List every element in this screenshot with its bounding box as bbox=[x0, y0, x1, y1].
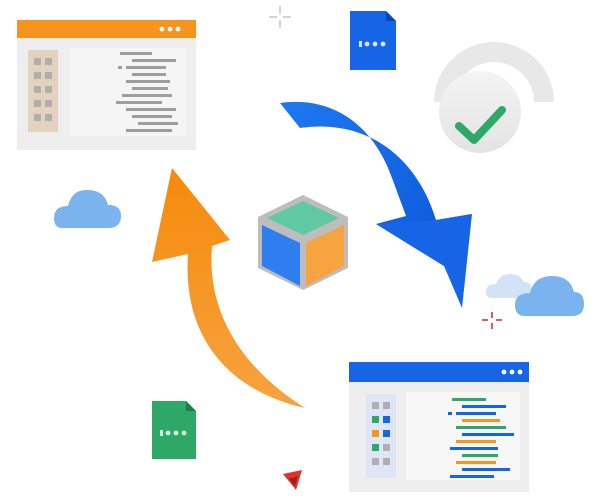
code-panel bbox=[70, 48, 186, 136]
code-lines bbox=[448, 398, 514, 478]
sidebar-panel bbox=[366, 394, 396, 478]
orange-curved-arrow bbox=[152, 168, 305, 408]
red-sparkle-icon bbox=[482, 312, 502, 329]
green-document-icon bbox=[152, 401, 196, 459]
window-dots-icon bbox=[501, 369, 523, 375]
sidebar-panel bbox=[28, 50, 58, 132]
orange-window-header bbox=[17, 20, 196, 38]
orange-window bbox=[17, 20, 196, 150]
blue-curved-arrow bbox=[280, 101, 472, 308]
speedometer-check-icon bbox=[434, 42, 554, 153]
sparkle-icon bbox=[269, 6, 291, 28]
sidebar-icons bbox=[372, 402, 390, 465]
blue-window bbox=[349, 362, 529, 492]
check-icon bbox=[455, 106, 506, 144]
window-dots-icon bbox=[159, 26, 181, 32]
cloud-right-icon bbox=[486, 274, 584, 316]
blue-document-icon bbox=[350, 11, 396, 70]
cloud-left-icon bbox=[54, 189, 121, 228]
center-cube-icon bbox=[258, 195, 348, 290]
red-fragment-icon bbox=[283, 470, 302, 490]
blue-window-header bbox=[349, 362, 529, 382]
sidebar-icons bbox=[34, 58, 52, 121]
code-lines bbox=[116, 52, 178, 132]
